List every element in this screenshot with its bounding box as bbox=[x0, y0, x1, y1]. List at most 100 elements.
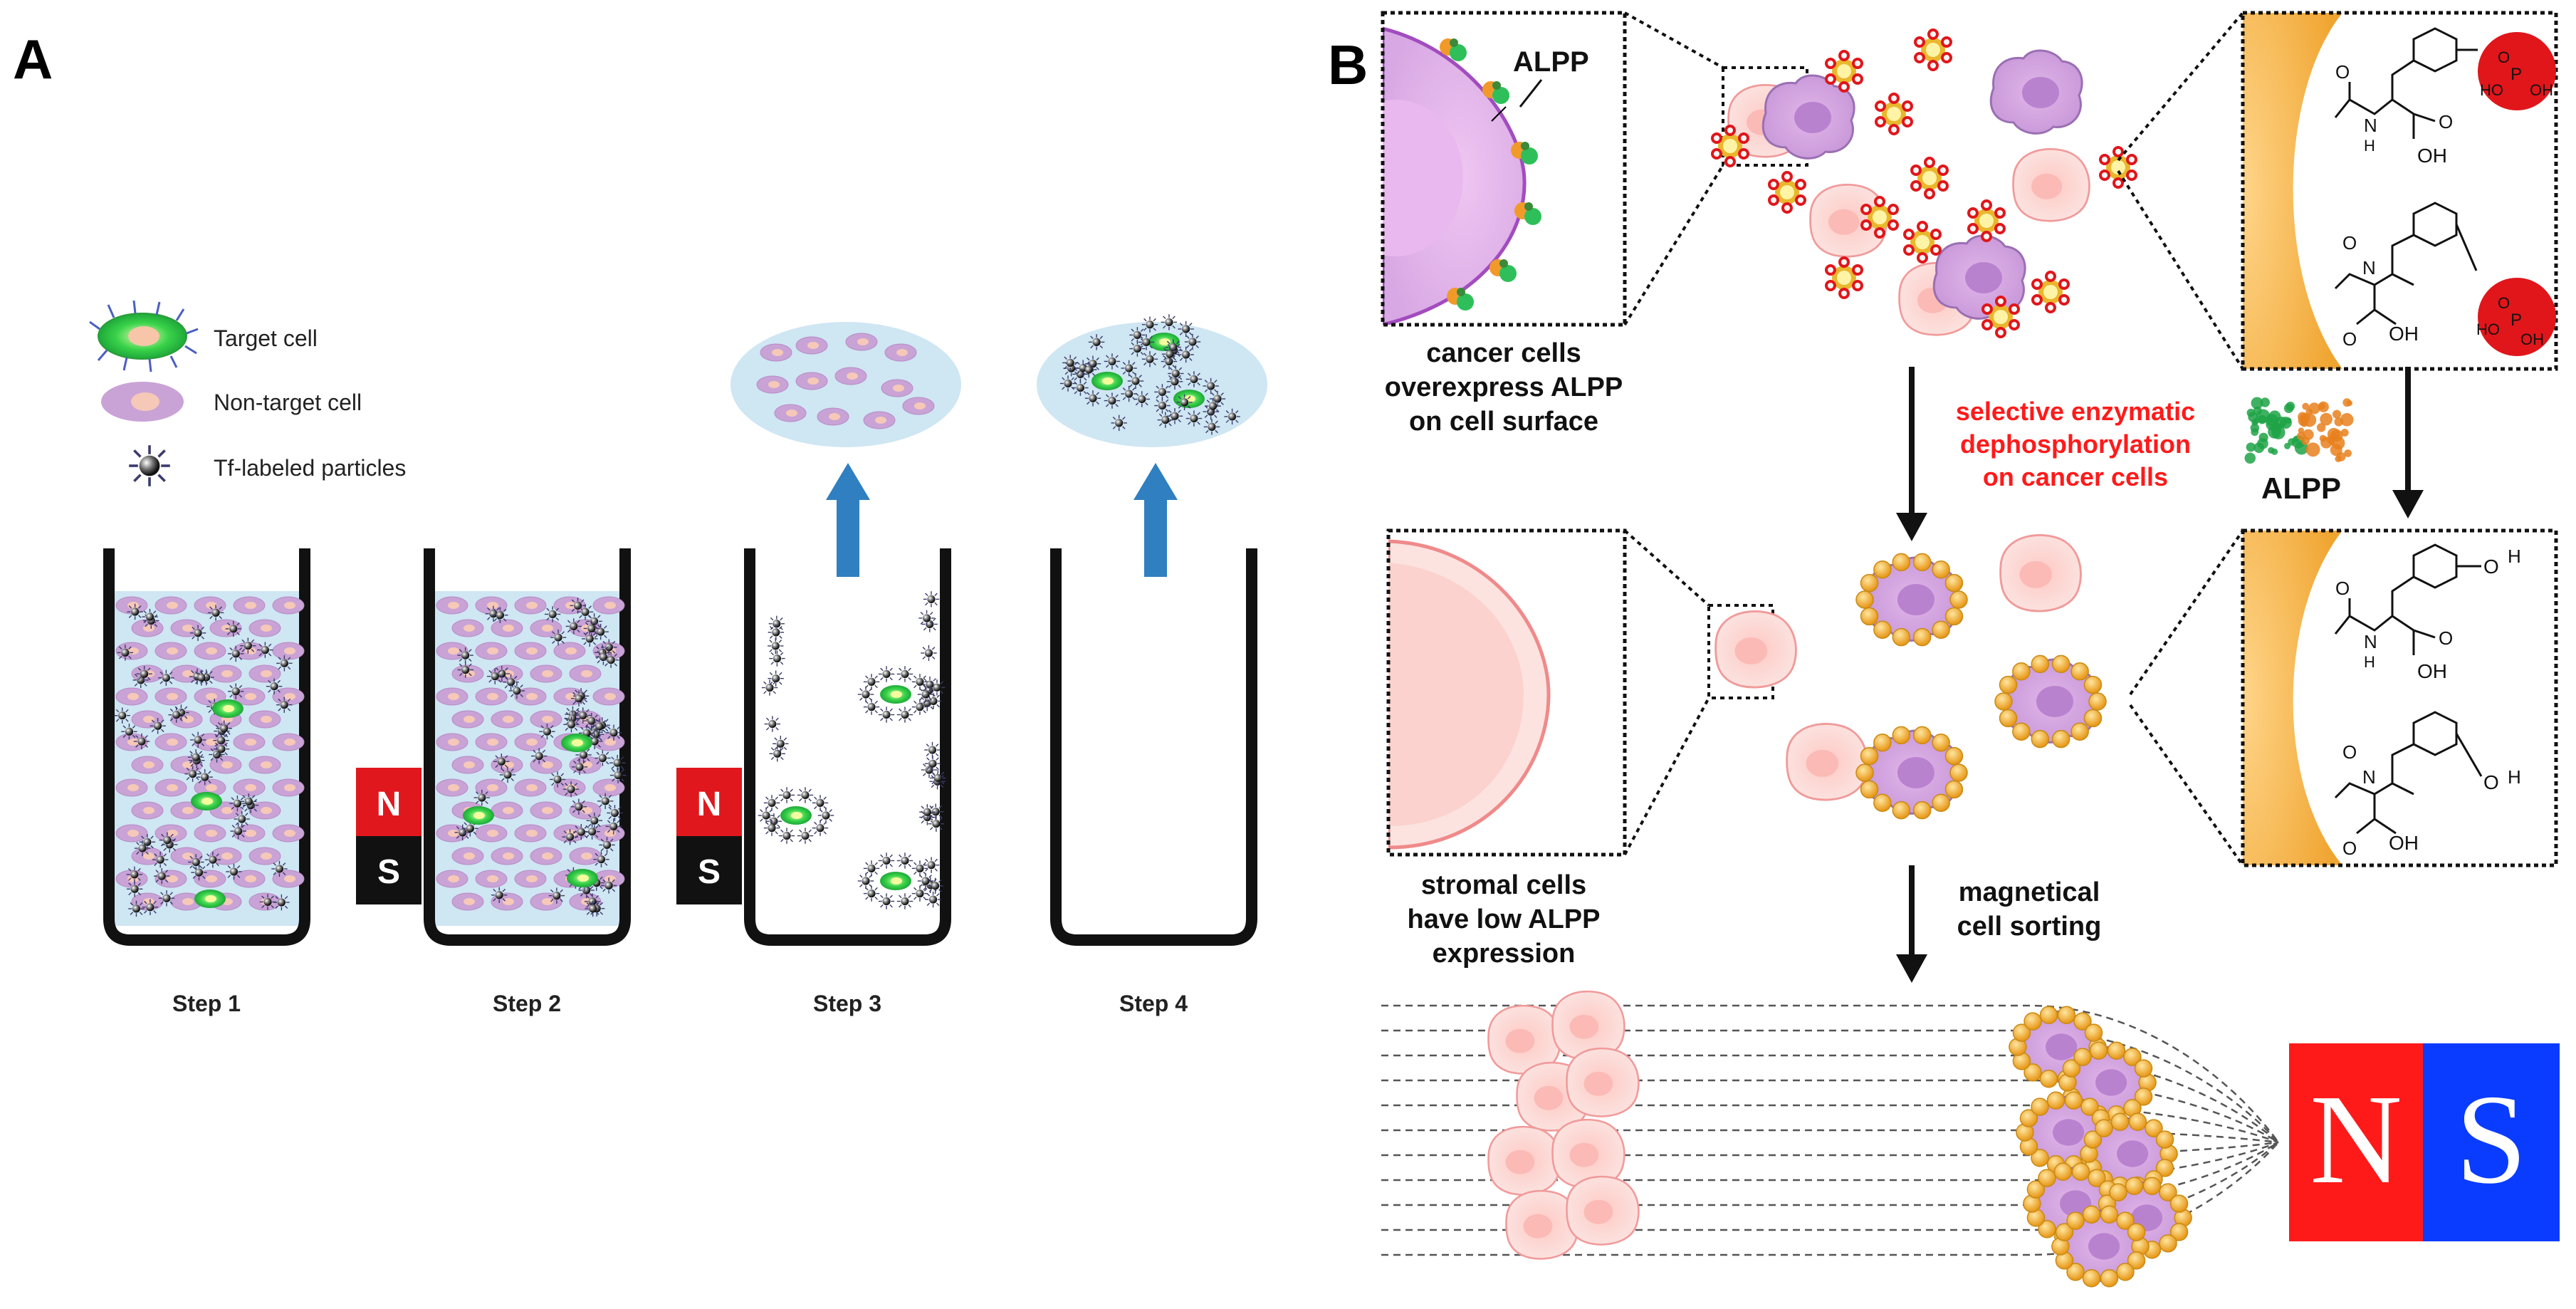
tf-particle bbox=[1185, 370, 1203, 388]
tf-particle bbox=[1161, 345, 1178, 363]
non-target-cell bbox=[451, 756, 484, 774]
enzyme-residue bbox=[2331, 436, 2345, 450]
chem-mid-bot-oh-acid: OH bbox=[2389, 832, 2419, 854]
tf-particle bbox=[1059, 375, 1077, 392]
enzyme-residue bbox=[2246, 408, 2256, 417]
tf-particle bbox=[127, 900, 145, 917]
phospho-particle bbox=[2031, 271, 2070, 313]
top-cell-cluster bbox=[1711, 28, 2137, 338]
tf-particle bbox=[928, 679, 946, 697]
gold-bead bbox=[2057, 1006, 2076, 1025]
tf-particle bbox=[1161, 313, 1178, 331]
non-target-cell bbox=[272, 642, 305, 660]
zoom-lines-top-right bbox=[2117, 11, 2244, 370]
tf-particle bbox=[491, 886, 508, 904]
non-target-cell bbox=[272, 687, 305, 706]
tf-particle bbox=[134, 840, 151, 857]
chem-mid-bot-o-acid: O bbox=[2342, 838, 2357, 859]
tf-particle bbox=[1202, 377, 1220, 395]
tf-particle bbox=[141, 608, 159, 625]
arrow-cell-sorting bbox=[1896, 865, 1927, 983]
tf-particle bbox=[271, 860, 288, 877]
gold-bead bbox=[1855, 763, 1874, 782]
caption-cancer-line-2: overexpress ALPP bbox=[1385, 372, 1623, 402]
tf-particle bbox=[491, 606, 509, 624]
step-2-label: Step 2 bbox=[493, 991, 561, 1016]
caption-stromal-line-1: stromal cells bbox=[1421, 870, 1586, 900]
non-target-cell bbox=[248, 847, 281, 865]
arrow-up-step-4 bbox=[1133, 463, 1178, 577]
non-target-cell bbox=[530, 710, 562, 729]
tf-particle bbox=[1104, 353, 1121, 370]
non-target-cell bbox=[514, 778, 547, 797]
tf-particle bbox=[598, 836, 616, 854]
tf-particle bbox=[594, 749, 612, 767]
tf-particle bbox=[863, 673, 880, 691]
gold-bead bbox=[2134, 1059, 2153, 1078]
non-target-cell bbox=[248, 756, 281, 774]
chem-top-o-carbonyl: O bbox=[2335, 61, 2350, 83]
tf-particle bbox=[126, 880, 144, 898]
non-target-cell bbox=[530, 801, 562, 820]
gold-bead bbox=[1873, 734, 1892, 752]
non-target-cell bbox=[884, 343, 917, 362]
gold-bead bbox=[1892, 800, 1911, 820]
caption-stromal-line-3: expression bbox=[1433, 939, 1576, 969]
zoom-source-box-mid bbox=[1707, 604, 1774, 699]
gold-bead bbox=[1855, 590, 1874, 609]
tf-particle bbox=[225, 863, 243, 880]
gold-bead bbox=[1932, 560, 1950, 579]
non-target-cell bbox=[475, 824, 508, 843]
tf-particle bbox=[911, 860, 928, 877]
tf-particle bbox=[1203, 418, 1220, 436]
non-target-cell bbox=[233, 733, 266, 751]
target-cell bbox=[194, 890, 226, 908]
gold-bead bbox=[2070, 722, 2089, 741]
gold-bead bbox=[2066, 1211, 2085, 1230]
tf-particle bbox=[763, 715, 781, 733]
tf-particle bbox=[562, 781, 580, 798]
gold-bead bbox=[1944, 607, 1964, 626]
gold-bead bbox=[2082, 1268, 2101, 1288]
magnet-panel-b: N S bbox=[2289, 1043, 2560, 1241]
tf-particle bbox=[878, 706, 895, 724]
tf-particle bbox=[911, 673, 928, 691]
enzyme-residue bbox=[2336, 452, 2346, 461]
tf-particle bbox=[190, 864, 208, 881]
gold-bead bbox=[2089, 1041, 2108, 1060]
tf-particle bbox=[896, 665, 913, 683]
step-dephosphorylation-text: selective enzymatic dephosphorylation on… bbox=[1956, 397, 2195, 491]
zoom-box-phosphorylated: P O HO OH P O HO OH OH N H O O OH bbox=[2241, 11, 2558, 371]
non-target-cell bbox=[131, 756, 164, 774]
tf-particle bbox=[240, 793, 258, 810]
chem-mid-bot-h: H bbox=[2508, 766, 2521, 788]
tf-particle bbox=[224, 620, 242, 637]
legend-non-target-cell-icon bbox=[101, 382, 184, 422]
panel-a-label: A bbox=[13, 28, 53, 90]
field-line bbox=[1381, 1054, 2279, 1143]
enzyme-residue bbox=[2297, 432, 2306, 441]
tf-particle bbox=[1127, 372, 1144, 390]
gold-bead bbox=[2012, 662, 2031, 681]
legend-target-cell-label: Target cell bbox=[214, 325, 318, 351]
non-target-cell bbox=[451, 892, 484, 911]
chem-mid-top-h: H bbox=[2508, 546, 2521, 567]
tf-particle bbox=[239, 637, 257, 654]
legend-non-target-cell-label: Non-target cell bbox=[214, 390, 362, 415]
tf-particle bbox=[187, 749, 205, 766]
non-target-cell bbox=[592, 687, 625, 706]
tf-particle bbox=[604, 818, 622, 835]
non-target-cell bbox=[514, 824, 547, 843]
chem-bot-o: O bbox=[2498, 294, 2510, 312]
gold-bead bbox=[2064, 1091, 2083, 1110]
non-target-cell bbox=[774, 404, 807, 422]
tf-particle bbox=[276, 696, 293, 714]
chem-mid-bot-o: O bbox=[2342, 741, 2357, 763]
gold-bead bbox=[1873, 620, 1892, 639]
tf-particle bbox=[920, 645, 938, 662]
chem-top-ho: HO bbox=[2480, 81, 2503, 99]
non-target-cell bbox=[436, 733, 468, 751]
gold-bead bbox=[2038, 1169, 2056, 1187]
tf-particle bbox=[184, 765, 201, 783]
arrow-right-column bbox=[2392, 367, 2424, 518]
